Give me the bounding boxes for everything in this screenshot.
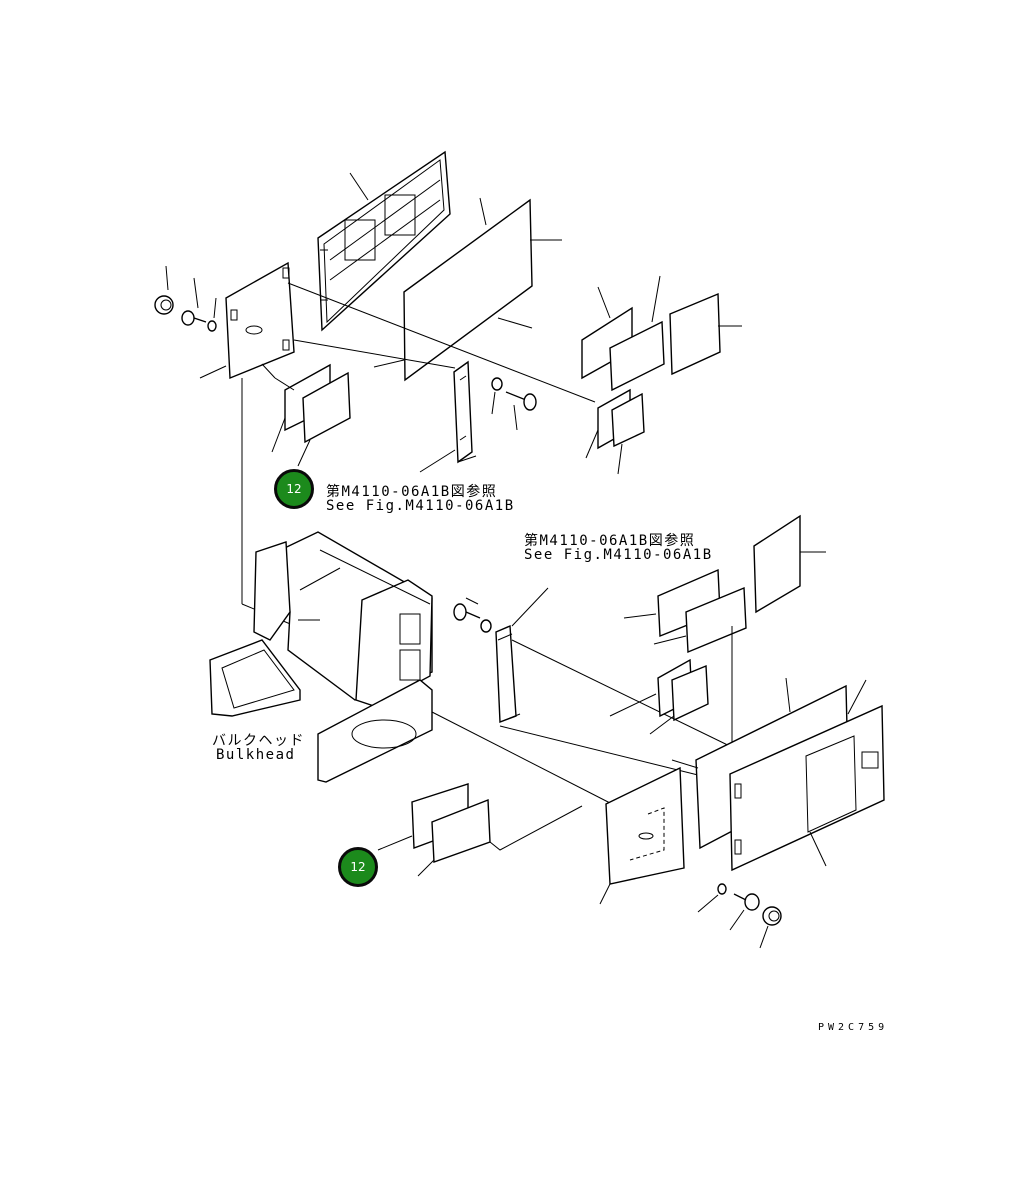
mid-reference-ja: 第M4110-06A1B図参照 [524,533,696,549]
lower-large-pad [753,514,801,614]
lower-knob [762,906,782,926]
bulkhead-label-ja: バルクヘッド [212,733,305,749]
lower-bolt [453,603,481,621]
upper-left-cover [225,261,295,380]
lower-pad-c [671,664,709,722]
upper-reference-ja: 第M4110-06A1B図参照 [326,484,498,500]
upper-bolt [181,310,207,326]
upper-left-pad-b [302,371,351,444]
mid-reference-en: See Fig.M4110-06A1B [524,547,713,563]
upper-right-large-pad [669,292,721,376]
upper-center-washer [491,377,503,391]
lower-left-cover [605,766,685,885]
upper-frame-panel [317,150,451,332]
upper-washer [207,320,217,332]
upper-right-notched-pad [609,320,665,392]
lower-notched-pad [685,586,747,654]
callout-badge-lower[interactable]: 12 [338,847,378,887]
callout-badge-upper[interactable]: 12 [274,469,314,509]
upper-knob [154,295,174,315]
upper-reference-en: See Fig.M4110-06A1B [326,498,515,514]
upper-right-pad-c [611,392,645,448]
upper-vertical-bracket [453,360,477,464]
bulkhead-structure [209,531,433,783]
upper-center-bolt [505,391,537,411]
drawing-code: PW2C759 [818,1022,889,1033]
lower-small-washer [717,883,727,895]
upper-glass-sheet [403,198,533,382]
lower-vertical-bracket [495,624,521,723]
lower-small-bolt [733,893,760,911]
lower-washer [480,619,492,633]
bulkhead-label-en: Bulkhead [216,747,296,763]
